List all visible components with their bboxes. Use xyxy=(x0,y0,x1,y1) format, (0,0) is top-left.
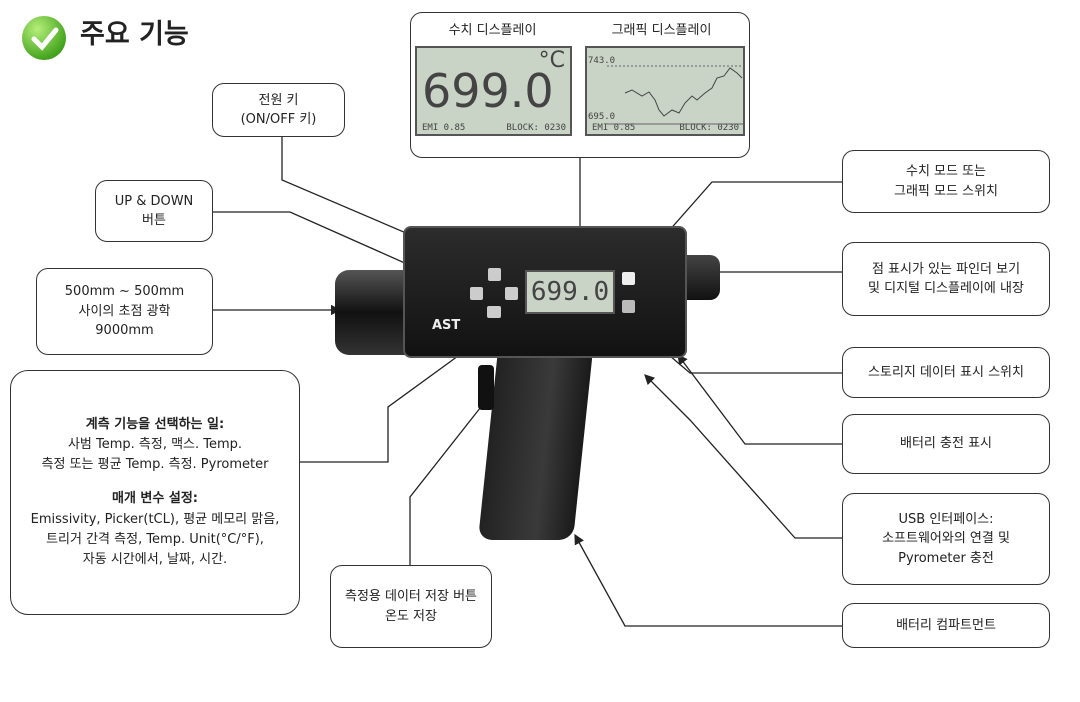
trigger xyxy=(478,365,494,410)
storage-switch-label: 스토리지 데이터 표시 스위치 xyxy=(842,347,1050,398)
graphic-display: 743.0 695.0 EMI 0.85 BLOCK: 0230 xyxy=(585,46,745,136)
save-button[interactable] xyxy=(487,306,501,318)
numeric-display: °C 699.0 EMI 0.85 BLOCK: 0230 xyxy=(415,46,572,136)
up-button[interactable] xyxy=(470,287,483,300)
battery-indicator-label: 배터리 충전 표시 xyxy=(842,414,1050,474)
graphic-display-label: 그래픽 디스플레이 xyxy=(611,23,712,38)
page-title: 주요 기능 xyxy=(80,19,189,50)
storage-switch[interactable] xyxy=(622,300,635,313)
lens xyxy=(335,270,410,355)
brand-logo: AST xyxy=(432,318,461,333)
down-button[interactable] xyxy=(505,287,518,300)
battery-compartment-label: 배터리 컴파트먼트 xyxy=(842,603,1050,648)
numeric-display-label: 수치 디스플레이 xyxy=(448,23,537,38)
power-button[interactable] xyxy=(488,268,501,281)
check-icon xyxy=(22,16,66,60)
functions-label: 계측 기능을 선택하는 일: 사범 Temp. 측정, 맥스. Temp. 측정… xyxy=(10,370,300,615)
mode-switch[interactable] xyxy=(622,272,635,285)
device-lcd: 699.0 xyxy=(525,270,615,314)
power-key-label: 전원 키(ON/OFF 키) xyxy=(212,83,345,137)
handle xyxy=(478,350,593,540)
